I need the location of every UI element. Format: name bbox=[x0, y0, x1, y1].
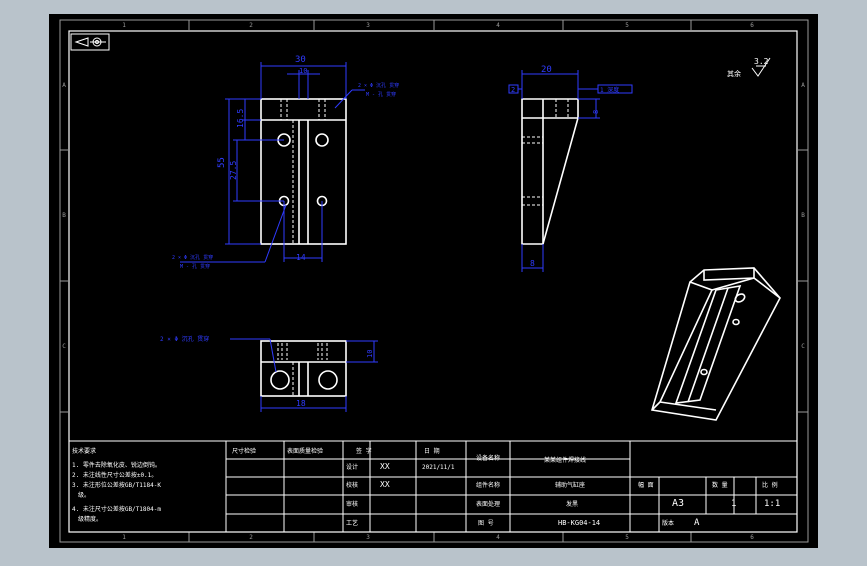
note-holes-top-2: M - 孔 贯穿 bbox=[366, 91, 396, 98]
qty-value: 1 bbox=[731, 499, 736, 509]
treatment-label: 表面处理 bbox=[476, 500, 500, 508]
dim-hole-spacing-v: 27.5 bbox=[229, 161, 238, 180]
zone-right-a: A bbox=[801, 82, 805, 89]
bottom-outline bbox=[260, 340, 347, 397]
qty-label: 数 量 bbox=[712, 481, 728, 489]
note-side-thread: 1 深度 bbox=[600, 86, 619, 94]
isometric-view bbox=[650, 267, 781, 421]
review-label: 审核 bbox=[346, 500, 358, 508]
note-holes-top-1: 2 × Φ 沉孔 贯穿 bbox=[358, 82, 399, 89]
side-view: 20 2 1 深度 8 8 bbox=[508, 65, 633, 272]
note-holes-left-1: 2 × Φ 沉孔 贯穿 bbox=[172, 254, 213, 261]
project-value: 某某组件焊接线 bbox=[544, 456, 586, 464]
surface-roughness: 其余 3.2 bbox=[727, 57, 771, 78]
designer-label: 设计 bbox=[346, 463, 358, 471]
zone-bottom-6: 6 bbox=[750, 534, 754, 541]
projection-symbol-icon bbox=[70, 33, 110, 51]
zone-left-c: C bbox=[62, 343, 66, 350]
note-2: 2. 未注线性尺寸公差按±0.1。 bbox=[72, 471, 157, 479]
header-size-check: 尺寸检验 bbox=[232, 447, 256, 455]
zone-top-4: 4 bbox=[496, 22, 500, 29]
dim-bottom-height: 10 bbox=[366, 350, 374, 358]
version-label: 版本 bbox=[662, 519, 674, 527]
zone-top-5: 5 bbox=[625, 22, 629, 29]
dim-side-tol: 2 bbox=[511, 86, 515, 94]
note-4: 4. 未注尺寸公差按GB/T1804-m bbox=[72, 505, 161, 513]
front-outline bbox=[260, 98, 347, 245]
header-sign: 签 字 bbox=[356, 447, 372, 455]
dim-side-bottom: 8 bbox=[530, 259, 535, 268]
zone-bottom-1: 1 bbox=[122, 534, 126, 541]
note-3b: 级。 bbox=[78, 491, 90, 499]
header-surface-check: 表面质量检验 bbox=[287, 447, 323, 455]
roughness-value: 3.2 bbox=[754, 57, 769, 66]
dim-side-width: 20 bbox=[541, 65, 552, 75]
dim-bottom-spacing: 18 bbox=[296, 399, 306, 408]
dim-slot-width: 10 bbox=[299, 67, 307, 75]
zone-top-2: 2 bbox=[249, 22, 253, 29]
bottom-view: 2 × Φ 沉孔 贯穿 10 18 bbox=[160, 335, 378, 412]
dim-side-depth: 8 bbox=[592, 110, 600, 114]
dim-hole-spacing-h: 14 bbox=[296, 253, 306, 262]
part-value: 辅助气缸座 bbox=[555, 481, 585, 489]
dim-front-height: 55 bbox=[217, 157, 227, 168]
version-value: A bbox=[694, 518, 700, 528]
checker-value: XX bbox=[380, 480, 390, 489]
scale-label: 比 例 bbox=[762, 481, 778, 489]
designer-value: XX bbox=[380, 462, 390, 471]
zone-left-a: A bbox=[62, 82, 66, 89]
note-bottom-holes: 2 × Φ 沉孔 贯穿 bbox=[160, 335, 209, 343]
zone-right-c: C bbox=[801, 343, 805, 350]
title-block bbox=[68, 440, 798, 533]
zone-bottom-4: 4 bbox=[496, 534, 500, 541]
zone-bottom-5: 5 bbox=[625, 534, 629, 541]
drawing-no-value: HB-KG04-14 bbox=[558, 519, 600, 527]
front-view: 30 10 55 27.5 16.5 14 2 × Φ 沉孔 贯穿 M - 孔 … bbox=[172, 55, 399, 270]
header-date: 日 期 bbox=[424, 447, 440, 455]
roughness-icon bbox=[751, 57, 771, 77]
checker-label: 校核 bbox=[346, 481, 358, 489]
design-date: 2021/11/1 bbox=[422, 464, 455, 471]
zone-top-1: 1 bbox=[122, 22, 126, 29]
side-outline bbox=[521, 98, 579, 245]
scale-value: 1:1 bbox=[764, 499, 780, 509]
treatment-value: 发黑 bbox=[566, 500, 578, 508]
size-value: A3 bbox=[672, 498, 684, 509]
roughness-remaining-label: 其余 bbox=[727, 69, 741, 78]
dim-front-width: 30 bbox=[295, 55, 306, 65]
size-label: 幅 面 bbox=[638, 481, 654, 489]
zone-left-b: B bbox=[62, 212, 66, 219]
zone-right-b: B bbox=[801, 212, 805, 219]
drawing-no-label: 图 号 bbox=[478, 520, 494, 527]
zone-bottom-2: 2 bbox=[249, 534, 253, 541]
part-label: 组件名称 bbox=[476, 481, 500, 489]
craft-label: 工艺 bbox=[346, 519, 358, 527]
zone-top-3: 3 bbox=[366, 22, 370, 29]
note-4b: 级精度。 bbox=[78, 515, 102, 523]
zone-top-6: 6 bbox=[750, 22, 754, 29]
note-holes-left-2: M - 孔 贯穿 bbox=[180, 263, 210, 270]
project-label: 设备名称 bbox=[476, 454, 500, 462]
dim-edge-top: 16.5 bbox=[236, 109, 245, 128]
note-1: 1. 零件去除氧化皮、锐边倒钝。 bbox=[72, 461, 161, 469]
note-3: 3. 未注形位公差按GB/T1184-K bbox=[72, 481, 161, 489]
zone-bottom-3: 3 bbox=[366, 534, 370, 541]
notes-title: 技术要求 bbox=[72, 447, 96, 455]
